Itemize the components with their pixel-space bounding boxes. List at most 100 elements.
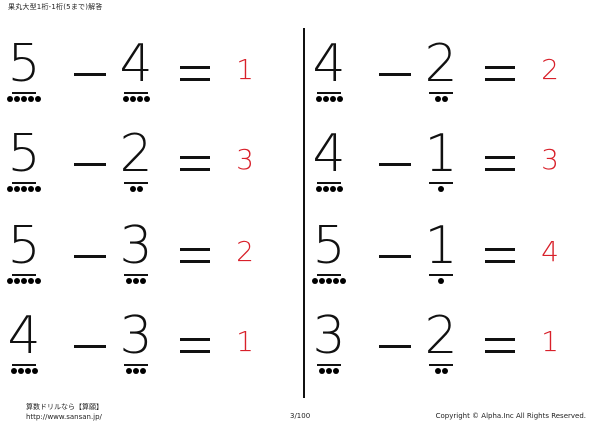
minuend-digit: 4 — [7, 306, 41, 366]
count-dot — [7, 96, 13, 102]
footer-url[interactable]: http://www.sansan.jp/ — [26, 413, 102, 421]
count-dot — [126, 278, 132, 284]
minuend-dots — [6, 186, 42, 192]
answer: 3 — [541, 143, 559, 176]
count-dot — [312, 278, 318, 284]
subtrahend-underline — [124, 182, 148, 184]
left-problem-4: 4 3 1 — [0, 302, 296, 392]
minuend: 5 — [6, 30, 42, 120]
count-dot — [438, 186, 444, 192]
minuend: 5 — [6, 120, 42, 210]
minuend-underline — [317, 92, 341, 94]
equals-sign — [485, 66, 515, 82]
subtrahend: 2 — [423, 302, 459, 392]
count-dot — [336, 186, 343, 192]
minuend-underline — [12, 92, 36, 94]
count-dot — [441, 96, 448, 102]
count-dot — [35, 96, 41, 102]
equals-sign — [180, 248, 210, 264]
subtrahend: 3 — [118, 302, 154, 392]
minuend-digit: 3 — [312, 306, 346, 366]
count-dot — [35, 278, 41, 284]
minuend-underline — [317, 274, 341, 276]
count-dot — [133, 278, 139, 284]
count-dot — [35, 186, 41, 192]
count-dot — [319, 368, 325, 374]
left-column: 5 4 1 5 2 3 5 3 2 4 3 1 — [0, 0, 296, 424]
count-dot — [336, 96, 343, 102]
count-dot — [17, 368, 24, 374]
right-problem-3: 5 1 4 — [305, 212, 600, 302]
count-dot — [434, 96, 441, 102]
subtrahend-digit: 2 — [424, 34, 458, 94]
count-dot — [333, 278, 339, 284]
count-dot — [28, 96, 34, 102]
count-dot — [319, 278, 325, 284]
count-dot — [133, 368, 139, 374]
subtrahend-digit: 1 — [424, 216, 458, 276]
equals-sign — [180, 156, 210, 172]
subtrahend-underline — [124, 364, 148, 366]
minuend-dots — [311, 96, 347, 102]
page-number: 3/100 — [290, 412, 311, 420]
minuend-dots — [311, 368, 347, 374]
equals-sign — [485, 338, 515, 354]
minuend: 4 — [311, 120, 347, 210]
count-dot — [21, 278, 27, 284]
count-dot — [143, 96, 150, 102]
subtrahend-dots — [118, 96, 154, 102]
minuend-digit: 5 — [7, 216, 41, 276]
subtrahend-dots — [118, 368, 154, 374]
page-title: 果丸大型1桁-1桁(5まで)解答 — [8, 3, 103, 11]
subtrahend: 2 — [423, 30, 459, 120]
count-dot — [329, 186, 336, 192]
minus-sign — [74, 345, 106, 348]
minuend-underline — [12, 182, 36, 184]
subtrahend: 3 — [118, 212, 154, 302]
count-dot — [315, 186, 322, 192]
answer: 1 — [236, 325, 254, 358]
count-dot — [322, 96, 329, 102]
minuend: 4 — [311, 30, 347, 120]
subtrahend-digit: 3 — [119, 306, 153, 366]
count-dot — [21, 96, 27, 102]
right-problem-1: 4 2 2 — [305, 30, 600, 120]
count-dot — [326, 368, 332, 374]
minuend-dots — [6, 368, 42, 374]
count-dot — [10, 368, 17, 374]
subtrahend-dots — [423, 186, 459, 192]
answer: 2 — [541, 53, 559, 86]
answer: 2 — [236, 235, 254, 268]
count-dot — [126, 368, 132, 374]
minuend-dots — [311, 186, 347, 192]
answer: 4 — [541, 235, 559, 268]
minuend-digit: 4 — [312, 34, 346, 94]
count-dot — [333, 368, 339, 374]
footer-left: 算数ドリルなら【算願】 http://www.sansan.jp/ — [26, 402, 103, 422]
minuend: 4 — [6, 302, 42, 392]
count-dot — [24, 368, 31, 374]
minus-sign — [379, 163, 411, 166]
minuend-underline — [317, 182, 341, 184]
subtrahend-digit: 4 — [119, 34, 153, 94]
subtrahend: 4 — [118, 30, 154, 120]
answer: 1 — [541, 325, 559, 358]
minus-sign — [379, 255, 411, 258]
count-dot — [28, 278, 34, 284]
minuend: 5 — [311, 212, 347, 302]
minuend-digit: 4 — [312, 124, 346, 184]
count-dot — [326, 278, 332, 284]
subtrahend-dots — [118, 186, 154, 192]
subtrahend-dots — [423, 368, 459, 374]
subtrahend-underline — [429, 92, 453, 94]
minuend-digit: 5 — [7, 34, 41, 94]
column-divider — [303, 28, 305, 398]
count-dot — [122, 96, 129, 102]
subtrahend: 1 — [423, 212, 459, 302]
minuend-dots — [311, 278, 347, 284]
minuend-dots — [6, 278, 42, 284]
subtrahend-digit: 2 — [119, 124, 153, 184]
subtrahend-digit: 3 — [119, 216, 153, 276]
minuend-digit: 5 — [7, 124, 41, 184]
